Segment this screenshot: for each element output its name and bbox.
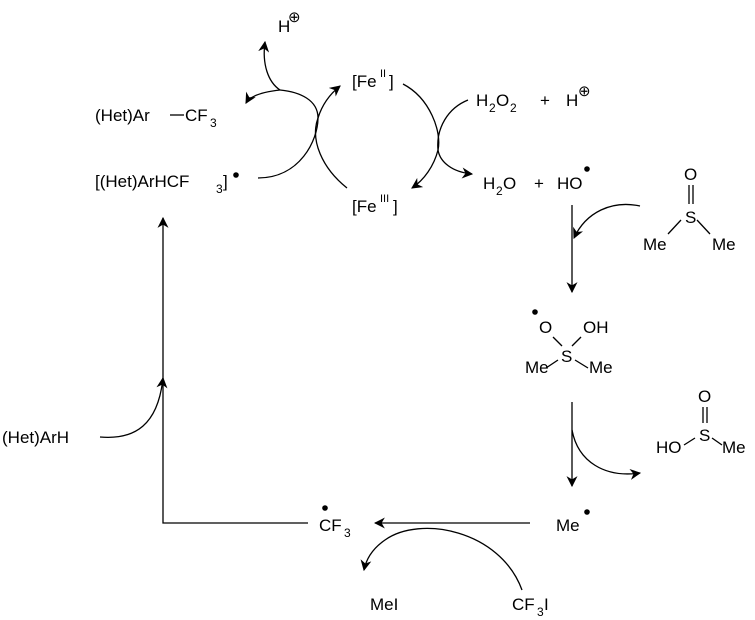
radical-addition-arrow [157,216,308,524]
cf3i-cf: CF [512,595,535,614]
dmso-oxygen: O [684,165,697,184]
msa-methyl: Me [722,438,746,457]
fe2-oxidation-state: II [380,68,386,80]
adduct-sulfur: S [561,347,572,366]
dmso-methyl-left: Me [643,235,667,254]
cf3i-subscript: 3 [537,605,544,619]
h2o2-sub1: 2 [489,101,496,115]
iron-ii: [Fe II ] [352,68,394,91]
h2o2-sub2: 2 [510,101,517,115]
proton-right-h: H [566,91,578,110]
peroxide-input-arc [437,99,469,151]
proton-release-arrow [258,40,281,91]
fe3-close: ] [393,197,398,216]
iron-iii: [Fe III ] [352,193,398,216]
adduct-methyl-right: Me [589,358,613,377]
radical-adduct-close: ] [223,172,228,191]
radical-dot [233,172,239,178]
fe-reduction-arrow [314,85,348,189]
adduct-methyl-left: Me [525,358,549,377]
trifluoromethyl-arene: (Het)Ar CF 3 [95,106,217,130]
trifluoromethyl-radical: CF 3 [319,505,351,540]
cf3i-iodine: I [544,595,549,614]
adduct-oxygen: O [539,318,552,337]
radical-dot [322,505,328,511]
h2o2-h: H [476,91,488,110]
methyl-label: Me [556,516,580,535]
heteroarene-label: (Het)ArH [2,428,69,447]
dmso-sulfur: S [685,208,696,227]
proton-right: H ⊕ [566,83,591,110]
plus-sign-2: + [534,174,544,193]
cf3-radical-subscript: 3 [344,526,351,540]
hydroxyl-radical: HO [557,166,590,193]
methanesulfinic-acid: O S HO Me [656,387,746,457]
plus-sign-1: + [540,91,550,110]
h2o-o: O [503,174,516,193]
radical-adduct-subscript: 3 [216,182,223,196]
fe2-open: [Fe [352,72,377,91]
msa-oxygen: O [698,387,711,406]
proton-top-charge: ⊕ [288,9,301,26]
h2o-h: H [483,174,495,193]
h2o2-o: O [496,91,509,110]
msa-hydroxyl: HO [656,438,682,457]
proton-top-h: H [278,17,290,36]
h2o-sub: 2 [496,184,503,198]
cf3-radical-cf: CF [319,516,342,535]
proton-right-charge: ⊕ [578,83,591,100]
fe2-close: ] [389,72,394,91]
msa-sulfur: S [699,426,710,445]
heteroarene-input-arrow [99,376,168,439]
radical-adduct-open: [(Het)ArHCF [95,172,189,191]
dmso-structure: O S Me Me [643,165,736,254]
water-release-arrow [437,149,474,179]
cf3i-to-mei-arrow [360,527,523,591]
dmso-addition-arrow [573,203,641,239]
proton-top: H ⊕ [278,9,301,36]
fe3-open: [Fe [352,197,377,216]
radical-dot [584,166,590,172]
water: H 2 O [483,174,516,198]
product-release-arrow [245,89,281,104]
cf-label: CF [185,106,208,125]
radical-dot [532,309,538,315]
fe3-oxidation-state: III [380,193,389,205]
trifluoroiodomethane: CF 3 I [512,595,549,619]
hydroxy-sulfuranyl-radical: O OH S Me Me [525,309,613,377]
adduct-hydroxyl: OH [583,318,609,337]
methyl-radical: Me [556,509,590,535]
hydroxyl-label: HO [557,174,583,193]
het-ar-label: (Het)Ar [95,106,150,125]
hydrogen-peroxide: H 2 O 2 [476,91,517,115]
sulfinic-acid-release-arrow [571,429,642,480]
dmso-methyl-right: Me [712,235,736,254]
fe-oxidation-arrow [402,83,440,189]
cf-subscript: 3 [210,116,217,130]
radical-adduct: [(Het)ArHCF 3 ] [95,172,239,196]
oxidation-arc-arrow [257,89,319,179]
radical-dot [584,509,590,515]
methyl-iodide-label: MeI [370,595,398,614]
